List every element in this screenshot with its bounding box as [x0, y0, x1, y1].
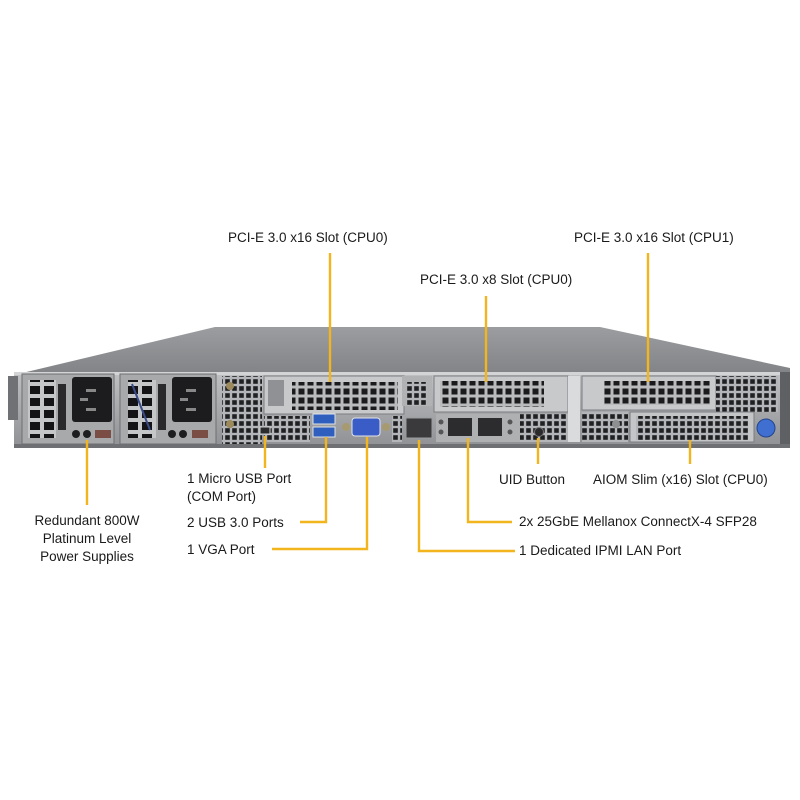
- label-pcie-x16-cpu1: PCI-E 3.0 x16 Slot (CPU1): [574, 230, 734, 245]
- thumbscrew-icon: [226, 382, 234, 390]
- label-micro-usb-line2: (COM Port): [187, 489, 256, 504]
- leader-vga: [272, 437, 369, 551]
- leader-sfp28: [466, 438, 512, 524]
- label-psu: Redundant 800W Platinum Level Power Supp…: [22, 512, 152, 566]
- label-pcie-x16-cpu0: PCI-E 3.0 x16 Slot (CPU0): [228, 230, 388, 245]
- blue-thumbscrew-icon: [756, 418, 776, 438]
- ipmi-lan-port: [405, 417, 433, 439]
- uid-button: [534, 427, 544, 437]
- label-psu-line3: Power Supplies: [40, 549, 134, 564]
- power-supply-1: [21, 373, 115, 445]
- label-uid: UID Button: [499, 472, 566, 487]
- sfp28-ports: [436, 414, 526, 442]
- label-micro-usb: 1 Micro USB Port (COM Port): [187, 470, 291, 506]
- thumbscrew-icon: [226, 420, 234, 428]
- leader-lines: [85, 253, 692, 553]
- usb3-ports: [312, 413, 336, 438]
- rack-ear-left: [8, 376, 18, 420]
- label-psu-line1: Redundant 800W: [34, 513, 140, 528]
- vga-port: [342, 417, 390, 437]
- chassis-top: [18, 327, 790, 378]
- label-aiom: AIOM Slim (x16) Slot (CPU0): [593, 472, 768, 487]
- label-sfp28: 2x 25GbE Mellanox ConnectX-4 SFP28: [519, 514, 757, 529]
- label-vga: 1 VGA Port: [187, 542, 255, 557]
- power-supply-2: [119, 373, 217, 445]
- aiom-slot: [582, 411, 755, 443]
- micro-usb-port: [259, 426, 271, 435]
- pcie-x8-cpu0-slot: [433, 375, 569, 413]
- ac-inlet-icon: [72, 377, 112, 422]
- label-ipmi: 1 Dedicated IPMI LAN Port: [519, 543, 682, 558]
- label-usb3: 2 USB 3.0 Ports: [187, 515, 284, 530]
- pcie-x16-cpu0-slot: [263, 375, 405, 415]
- leader-ipmi: [417, 440, 515, 553]
- leader-usb3: [300, 437, 328, 524]
- label-psu-line2: Platinum Level: [42, 531, 132, 546]
- ac-inlet-icon: [172, 377, 212, 422]
- label-pcie-x8-cpu0: PCI-E 3.0 x8 Slot (CPU0): [420, 272, 573, 287]
- label-micro-usb-line1: 1 Micro USB Port: [187, 471, 292, 486]
